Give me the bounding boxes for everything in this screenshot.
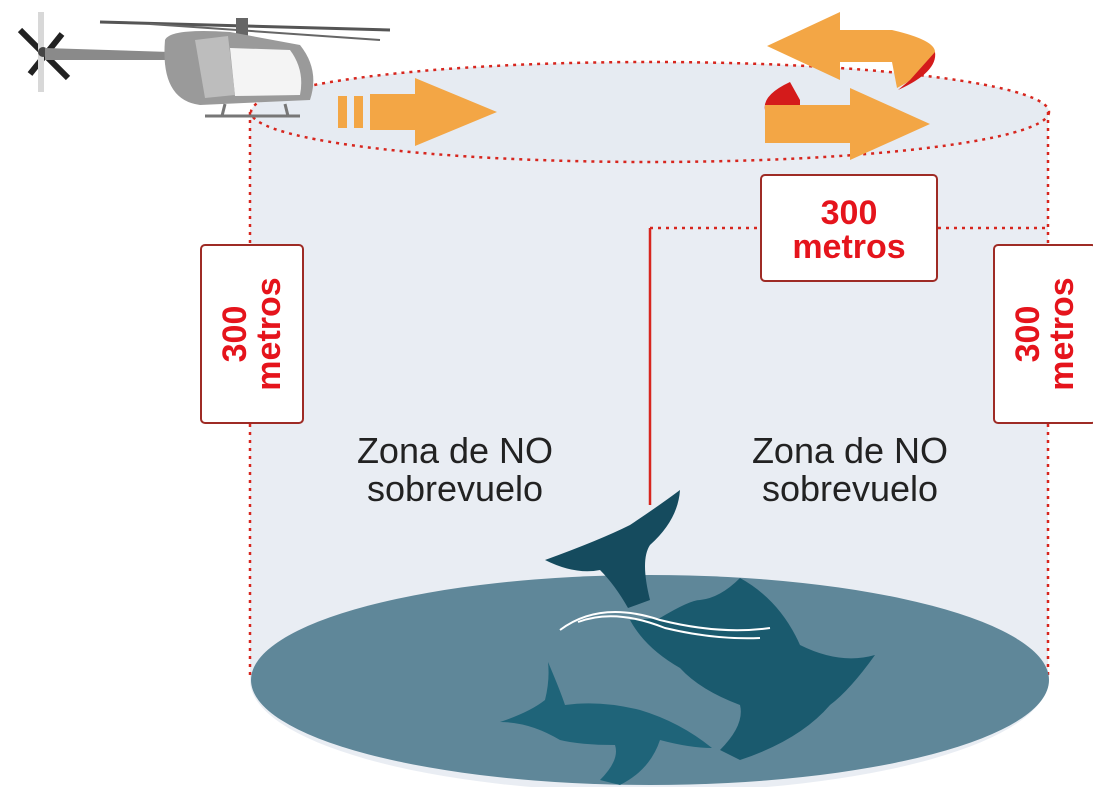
circling-arrows-icon <box>764 12 936 160</box>
zone-left-line1: Zona de NO <box>356 430 554 471</box>
zone-right-line1: Zona de NO <box>751 430 949 471</box>
helicopter-icon <box>17 12 391 118</box>
left-distance-value: 300 <box>216 305 254 363</box>
forward-arrow-icon <box>338 78 497 146</box>
top-distance-value: 300 <box>820 194 878 232</box>
right-distance-value: 300 <box>1009 305 1047 363</box>
left-distance-label: 300 metros <box>200 244 304 424</box>
calf-whale-icon <box>500 662 712 785</box>
whale-tail-icon <box>545 490 680 608</box>
zone-left-line2: sobrevuelo <box>366 467 544 509</box>
large-whale-icon <box>630 578 875 760</box>
no-flyover-zone-left: Zona de NO sobrevuelo <box>305 432 605 508</box>
left-distance-unit: metros <box>250 277 288 391</box>
water-ripple-icon <box>559 611 771 640</box>
right-distance-unit: metros <box>1043 277 1081 391</box>
water-surface <box>251 575 1049 785</box>
right-distance-label: 300 metros <box>993 244 1093 424</box>
top-distance-label: 300 metros <box>760 174 938 282</box>
zone-right-line2: sobrevuelo <box>761 467 939 509</box>
top-distance-unit: metros <box>792 228 906 266</box>
no-flyover-zone-right: Zona de NO sobrevuelo <box>700 432 1000 508</box>
